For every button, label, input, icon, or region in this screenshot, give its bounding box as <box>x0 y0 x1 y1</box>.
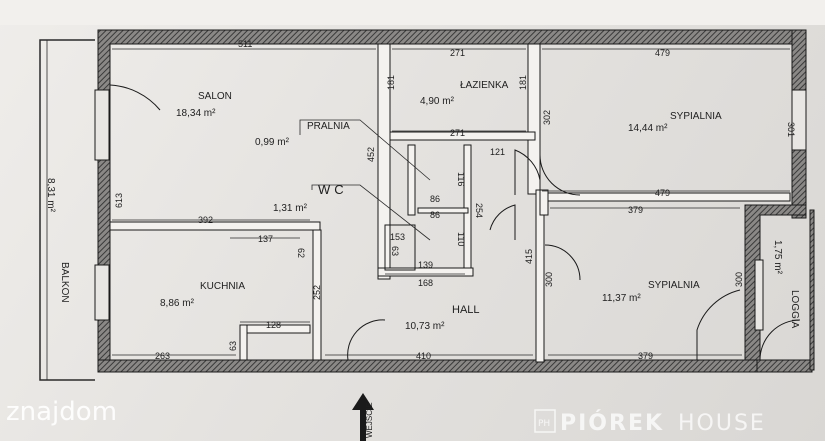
door-swings <box>109 84 801 361</box>
dimension-label: 300 <box>544 272 554 287</box>
room-name-sypialnia-2: SYPIALNIA <box>648 280 700 291</box>
room-area-loggia: 1,75 m² <box>772 240 783 275</box>
dimension-label: 86 <box>430 194 440 204</box>
room-area-sypialnia-1: 14,44 m² <box>628 123 668 134</box>
dimension-label: 263 <box>155 351 170 361</box>
room-labels: SALON 18,34 m² PRALNIA 0,99 m² WC 1,31 m… <box>45 80 800 332</box>
dimension-label: 301 <box>786 122 796 137</box>
dimension-label: 63 <box>390 246 400 256</box>
room-name-wc: WC <box>318 182 348 197</box>
room-name-balkon: BALKON <box>59 262 70 303</box>
dimension-label: 137 <box>258 234 273 244</box>
room-area-lazienka: 4,90 m² <box>420 96 455 107</box>
balcony-outline <box>39 39 95 381</box>
dimension-label: 121 <box>490 147 505 157</box>
room-name-hall: HALL <box>452 304 480 316</box>
room-area-wc: 1,31 m² <box>273 203 308 214</box>
room-name-sypialnia-1: SYPIALNIA <box>670 111 722 122</box>
room-area-pralnia: 0,99 m² <box>255 137 290 148</box>
watermark-znajdom: znajdom <box>6 397 117 427</box>
dimension-lines <box>112 48 790 356</box>
room-area-balkon: 8,31 m² <box>45 178 56 213</box>
dimension-label: 271 <box>450 128 465 138</box>
room-area-hall: 10,73 m² <box>405 321 445 332</box>
dimension-label: 63 <box>228 341 238 351</box>
dimension-label: 379 <box>638 351 653 361</box>
room-name-salon: SALON <box>198 91 232 102</box>
dimension-label: 452 <box>366 147 376 162</box>
dimension-label: 511 <box>238 39 252 49</box>
dimension-label: 181 <box>386 75 396 90</box>
dimension-label: 254 <box>474 203 484 218</box>
dimension-label: 271 <box>450 48 465 58</box>
dimension-label: 302 <box>542 110 552 125</box>
dimension-label: 415 <box>524 249 534 264</box>
dimension-label: 181 <box>518 75 528 90</box>
watermark-house: HOUSE <box>678 411 766 436</box>
dimension-label: 410 <box>416 351 431 361</box>
dimension-label: 479 <box>655 188 670 198</box>
watermark-piorek-house: PH PIÓREK HOUSE <box>534 409 766 436</box>
room-area-sypialnia-2: 11,37 m² <box>602 293 641 304</box>
dimension-label: 139 <box>418 260 433 270</box>
dimension-label: 128 <box>266 320 281 330</box>
inner-walls <box>109 43 791 363</box>
paper-top-margin <box>0 0 825 25</box>
dimension-label: 613 <box>114 193 124 208</box>
dimension-label: 116 <box>456 172 466 186</box>
dimension-label: 62 <box>296 248 306 258</box>
entrance-label: WEJŚCIE <box>365 402 374 438</box>
room-area-kuchnia: 8,86 m² <box>160 298 195 309</box>
dimension-label: 300 <box>734 272 744 287</box>
dimension-label: 392 <box>198 215 213 225</box>
room-name-lazienka: ŁAZIENKA <box>460 80 509 91</box>
dimension-labels: 511 271 479 181 181 271 121 302 301 452 … <box>114 39 796 361</box>
room-name-pralnia: PRALNIA <box>307 121 350 132</box>
dimension-label: 86 <box>430 210 440 220</box>
dimension-label: 168 <box>418 278 433 288</box>
dimension-label: 153 <box>390 232 405 242</box>
watermark-badge: PH <box>538 419 550 429</box>
dimension-label: 479 <box>655 48 670 58</box>
dimension-label: 110 <box>456 232 466 246</box>
room-name-kuchnia: KUCHNIA <box>200 281 245 292</box>
leader-lines <box>299 119 431 241</box>
room-area-salon: 18,34 m² <box>176 108 216 119</box>
room-name-loggia: LOGGIA <box>789 290 800 329</box>
piorek-logo-icon <box>534 409 556 433</box>
watermark-piorek: PIÓREK <box>560 410 664 436</box>
entrance-arrow <box>352 393 374 441</box>
dimension-label: 379 <box>628 205 643 215</box>
dimension-label: 252 <box>312 285 322 300</box>
windows <box>94 89 807 331</box>
